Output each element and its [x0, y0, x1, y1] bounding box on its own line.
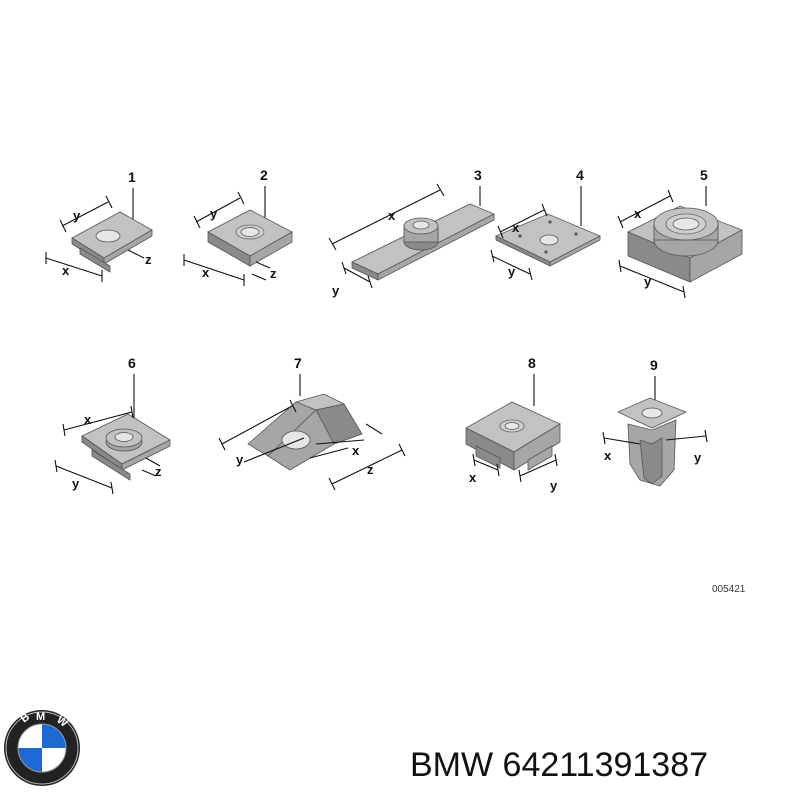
part-number-9: 9: [650, 357, 658, 373]
part-7: 7 y x z: [218, 355, 406, 491]
part-4-dim-x: x: [512, 220, 520, 235]
part-6-dim-x: x: [84, 412, 92, 427]
part-9-dim-x: x: [604, 448, 612, 463]
part-8: 8 x y: [465, 355, 561, 493]
part-2: 2 y x z: [183, 167, 293, 286]
caption-part-number: 64211391387: [502, 746, 709, 784]
diagram-reference-code: 005421: [712, 584, 746, 595]
part-number-7: 7: [294, 355, 302, 371]
part-3-dim-x: x: [388, 208, 396, 223]
part-number-5: 5: [700, 167, 708, 183]
part-number-2: 2: [260, 167, 268, 183]
part-8-dim-x: x: [469, 470, 477, 485]
part-4-dim-y: y: [508, 264, 516, 279]
caption-brand: BMW: [410, 746, 494, 784]
bmw-logo: B M W: [4, 710, 80, 786]
part-number-6: 6: [128, 355, 136, 371]
part-caption: BMW 64211391387: [410, 740, 795, 790]
part-2-dim-y: y: [210, 206, 218, 221]
part-3: 3 x y: [328, 167, 495, 298]
part-8-dim-y: y: [550, 478, 558, 493]
part-5: 5 x y: [617, 167, 743, 299]
part-7-dim-y: y: [236, 452, 244, 467]
part-number-3: 3: [474, 167, 482, 183]
part-1-dim-y: y: [73, 208, 81, 223]
part-1-dim-z: z: [145, 252, 152, 267]
part-6: 6 x y z: [54, 355, 171, 495]
part-6-dim-y: y: [72, 476, 80, 491]
part-9: 9 x y: [602, 357, 708, 487]
part-2-dim-z: z: [270, 266, 277, 281]
part-2-dim-x: x: [202, 265, 210, 280]
part-1: 1 y x z: [45, 169, 153, 282]
part-number-4: 4: [576, 167, 584, 183]
part-5-dim-x: x: [634, 206, 642, 221]
svg-text:M: M: [36, 711, 45, 723]
part-9-dim-y: y: [694, 450, 702, 465]
part-7-dim-x: x: [352, 443, 360, 458]
part-5-dim-y: y: [644, 274, 652, 289]
part-4: 4 x y: [490, 167, 601, 281]
part-number-8: 8: [528, 355, 536, 371]
part-number-1: 1: [128, 169, 136, 185]
part-3-dim-y: y: [332, 283, 340, 298]
part-1-dim-x: x: [62, 263, 70, 278]
part-7-dim-z: z: [367, 462, 374, 477]
part-6-dim-z: z: [155, 464, 162, 479]
